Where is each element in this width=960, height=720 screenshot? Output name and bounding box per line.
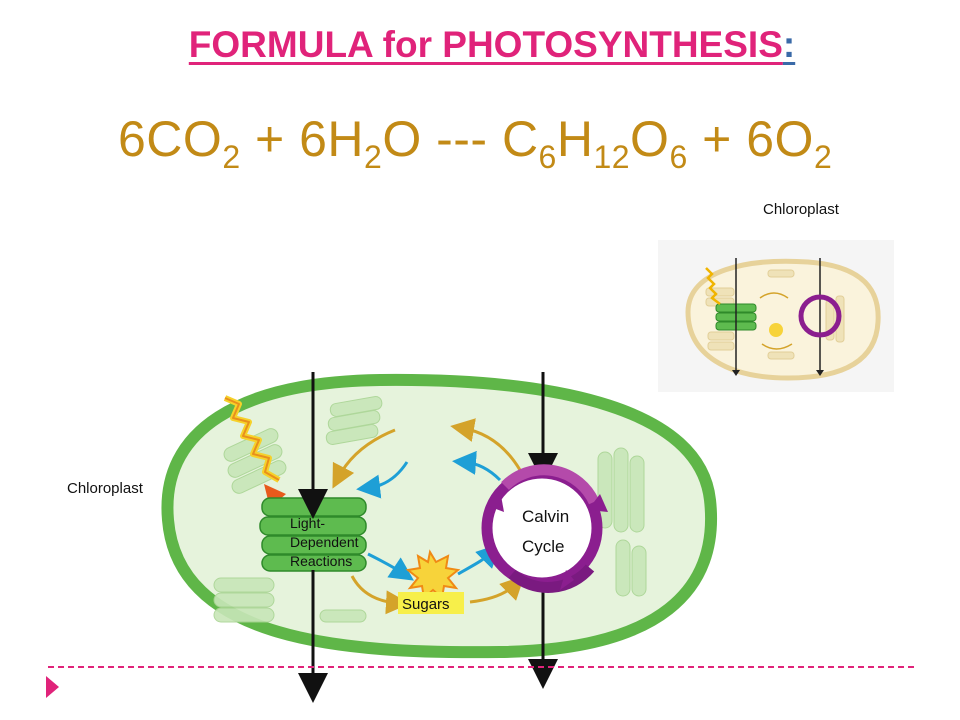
eq-sub: 12 [593,139,631,175]
chloroplast-thumbnail-svg [685,258,881,381]
eq-sub: 6 [669,139,688,175]
eq-part: O --- C [382,111,539,167]
blue-arrow-bottom-left [367,552,414,581]
slide-title: FORMULA for PHOTOSYNTHESIS: [0,24,960,66]
eq-sub: 2 [813,139,833,175]
sugars-label: Sugars [402,596,450,613]
light-dependent-label-1: Light- [290,515,325,531]
chloroplast-thumbnail [658,240,894,392]
eq-part: 6CO [118,111,223,167]
grana-stacks [213,396,647,623]
calvin-label-2: Cycle [522,537,565,556]
eq-part: H [556,111,594,167]
chloroplast-label-top: Chloroplast [763,201,839,218]
sugar-starburst [405,549,461,600]
title-text: FORMULA for PHOTOSYNTHESIS [188,24,783,65]
bullet-triangle-icon [46,676,59,698]
eq-part: + 6O [687,111,814,167]
photosynthesis-equation: 6CO2 + 6H2O --- C6H12O6 + 6O2 [118,110,832,173]
footer-divider [48,666,914,668]
calvin-cycle-ring [481,464,608,593]
blue-arrow-top-right [452,450,502,482]
gold-arrow-top-left [332,428,396,489]
gold-arrow-bottom-left [350,575,410,615]
light-dependent-label-2: Dependent [290,534,359,550]
eq-sub: 2 [364,139,383,175]
eq-part: + 6H [240,111,365,167]
eq-sub: 6 [538,139,557,175]
calvin-label-1: Calvin [522,507,569,526]
chloroplast-label-left: Chloroplast [67,480,143,497]
light-dependent-label-3: Reactions [290,553,352,569]
gold-arrow-top-right [450,418,522,471]
title-colon: : [782,24,796,65]
sugars-highlight [398,592,464,614]
gold-arrow-bottom-right [469,575,525,604]
blue-arrow-top-left [356,461,409,499]
eq-part: O [630,111,670,167]
eq-sub: 2 [222,139,241,175]
